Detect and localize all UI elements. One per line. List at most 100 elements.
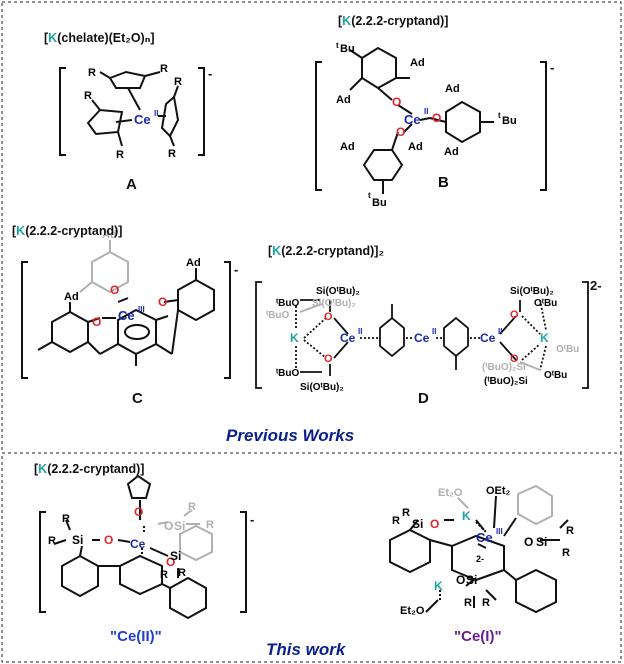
atom-Ad: Ad	[186, 257, 201, 269]
labels-ce2: R R Si O O Ce O O Si R R Si R R	[48, 501, 214, 581]
atom-SiOtBu2: Si(OᵗBu)₂	[510, 286, 554, 297]
atom-R: R	[168, 148, 176, 160]
atom-Si: Si	[170, 549, 181, 563]
atom-tBu: Bu	[372, 197, 387, 209]
atom-Si: Si	[72, 533, 83, 547]
atom-Ad: Ad	[64, 291, 79, 303]
atom-Si: Si	[466, 573, 477, 587]
atom-R: R	[116, 149, 124, 161]
atom-R: R	[206, 519, 214, 531]
atom-tBu: Bu	[502, 115, 517, 127]
atom-O: O	[456, 573, 465, 587]
section-title-previous: Previous Works	[226, 426, 355, 445]
charge-C: -	[234, 262, 239, 277]
atom-R: R	[62, 513, 70, 525]
atom-R: R	[482, 597, 490, 609]
atom-ox: II	[154, 109, 158, 118]
structure-C	[21, 240, 231, 379]
atom-tBuO: ᵗBuO	[266, 310, 289, 321]
atom-Ce: Ce	[340, 331, 356, 345]
labels-B: t Bu Ad Ad Ad Ad t Bu Ad Ad t Bu O O O C…	[336, 41, 517, 209]
atom-t: t	[368, 191, 371, 200]
atom-O: O	[324, 311, 333, 323]
atom-OSi: O	[524, 535, 533, 549]
atom-R: R	[160, 63, 168, 75]
atom-O: O	[134, 505, 143, 519]
atom-K: K	[462, 509, 471, 523]
structure-D	[255, 281, 589, 389]
labels-A: R R R R R R Ce II	[84, 63, 182, 161]
structure-B	[315, 46, 547, 194]
structure-A	[59, 67, 205, 156]
atom-O: O	[510, 309, 519, 321]
atom-R: R	[402, 507, 410, 519]
atom-OtBu: OᵗBu	[544, 370, 567, 381]
atom-R: R	[464, 597, 472, 609]
atom-OtBu: OᵗBu	[534, 298, 557, 309]
atom-tBuO2Si: (ᵗBuO)₂Si	[482, 362, 526, 373]
labels-ce1: Et₂O K OEt₂ R R Si O Ce III 2- O Si R R …	[392, 485, 574, 617]
atom-O: O	[510, 353, 519, 365]
atom-O: O	[432, 111, 441, 125]
atom-Ce: Ce	[134, 112, 151, 127]
atom-tBu: Bu	[340, 43, 355, 55]
compound-label-D: D	[418, 390, 429, 407]
atom-ox: III	[496, 527, 503, 536]
atom-OtBu: OᵗBu	[556, 344, 579, 355]
atom-Si: Si	[536, 535, 547, 549]
atom-Et2O: Et₂O	[400, 605, 425, 617]
atom-K: K	[290, 331, 299, 345]
salt-label-E: [K(2.2.2-cryptand)]	[34, 462, 145, 476]
salt-label-C: [K(2.2.2-cryptand)]	[12, 224, 123, 238]
atom-tBuO2Si: (ᵗBuO)₂Si	[484, 376, 528, 387]
atom-O: O	[110, 283, 119, 297]
salt-label-A: [K(chelate)(Et₂O)ₙ]	[44, 31, 155, 45]
atom-K: K	[540, 331, 549, 345]
atom-Ad: Ad	[102, 229, 117, 241]
atom-ox: II	[424, 107, 428, 116]
atom-Ad: Ad	[445, 83, 460, 95]
atom-Ad: Ad	[340, 141, 355, 153]
charge-A: -	[208, 66, 213, 81]
atom-SiOtBu2: Si(OᵗBu)₂	[312, 298, 356, 309]
atom-K: K	[434, 579, 443, 593]
compound-label-A: A	[126, 176, 137, 193]
labels-C: Ad Ad Ad O O O Ce III	[64, 229, 201, 329]
structure-ce2	[39, 474, 247, 620]
name-ce2: "Ce(II)"	[110, 628, 162, 645]
charge-D: 2-	[590, 278, 602, 293]
atom-Ad: Ad	[336, 94, 351, 106]
name-ce1: "Ce(I)"	[454, 628, 502, 645]
atom-R: R	[566, 525, 574, 537]
section-title-this: This work	[266, 640, 346, 659]
salt-label-D: [K(2.2.2-cryptand)]₂	[268, 244, 384, 258]
ring-charge: 2-	[476, 554, 484, 564]
atom-O: O	[158, 295, 167, 309]
atom-ox: II	[358, 327, 362, 336]
atom-Ce: Ce	[118, 308, 135, 323]
atom-R: R	[174, 76, 182, 88]
salt-label-B: [K(2.2.2-cryptand)]	[338, 14, 449, 28]
atom-R: R	[88, 67, 96, 79]
atom-Ad: Ad	[444, 146, 459, 158]
atom-Ce: Ce	[130, 537, 146, 551]
atom-Et2O: Et₂O	[438, 487, 463, 499]
frame-this	[1, 452, 622, 663]
atom-O: O	[396, 125, 405, 139]
atom-OEt2: OEt₂	[486, 485, 511, 497]
atom-SiOtBu2: Si(OᵗBu)₂	[300, 382, 344, 393]
atom-R: R	[48, 535, 56, 547]
compound-label-B: B	[438, 174, 449, 191]
compound-label-C: C	[132, 390, 143, 407]
atom-ox: III	[138, 305, 145, 314]
atom-R: R	[562, 547, 570, 559]
charge-E: -	[250, 512, 255, 527]
atom-Ce: Ce	[414, 331, 430, 345]
atom-Ad: Ad	[408, 141, 423, 153]
charge-B: -	[550, 60, 555, 75]
atom-R: R	[160, 569, 168, 581]
atom-O: O	[324, 353, 333, 365]
atom-Si: Si	[174, 519, 185, 533]
atom-tBuO: ᵗBuO	[276, 298, 299, 309]
